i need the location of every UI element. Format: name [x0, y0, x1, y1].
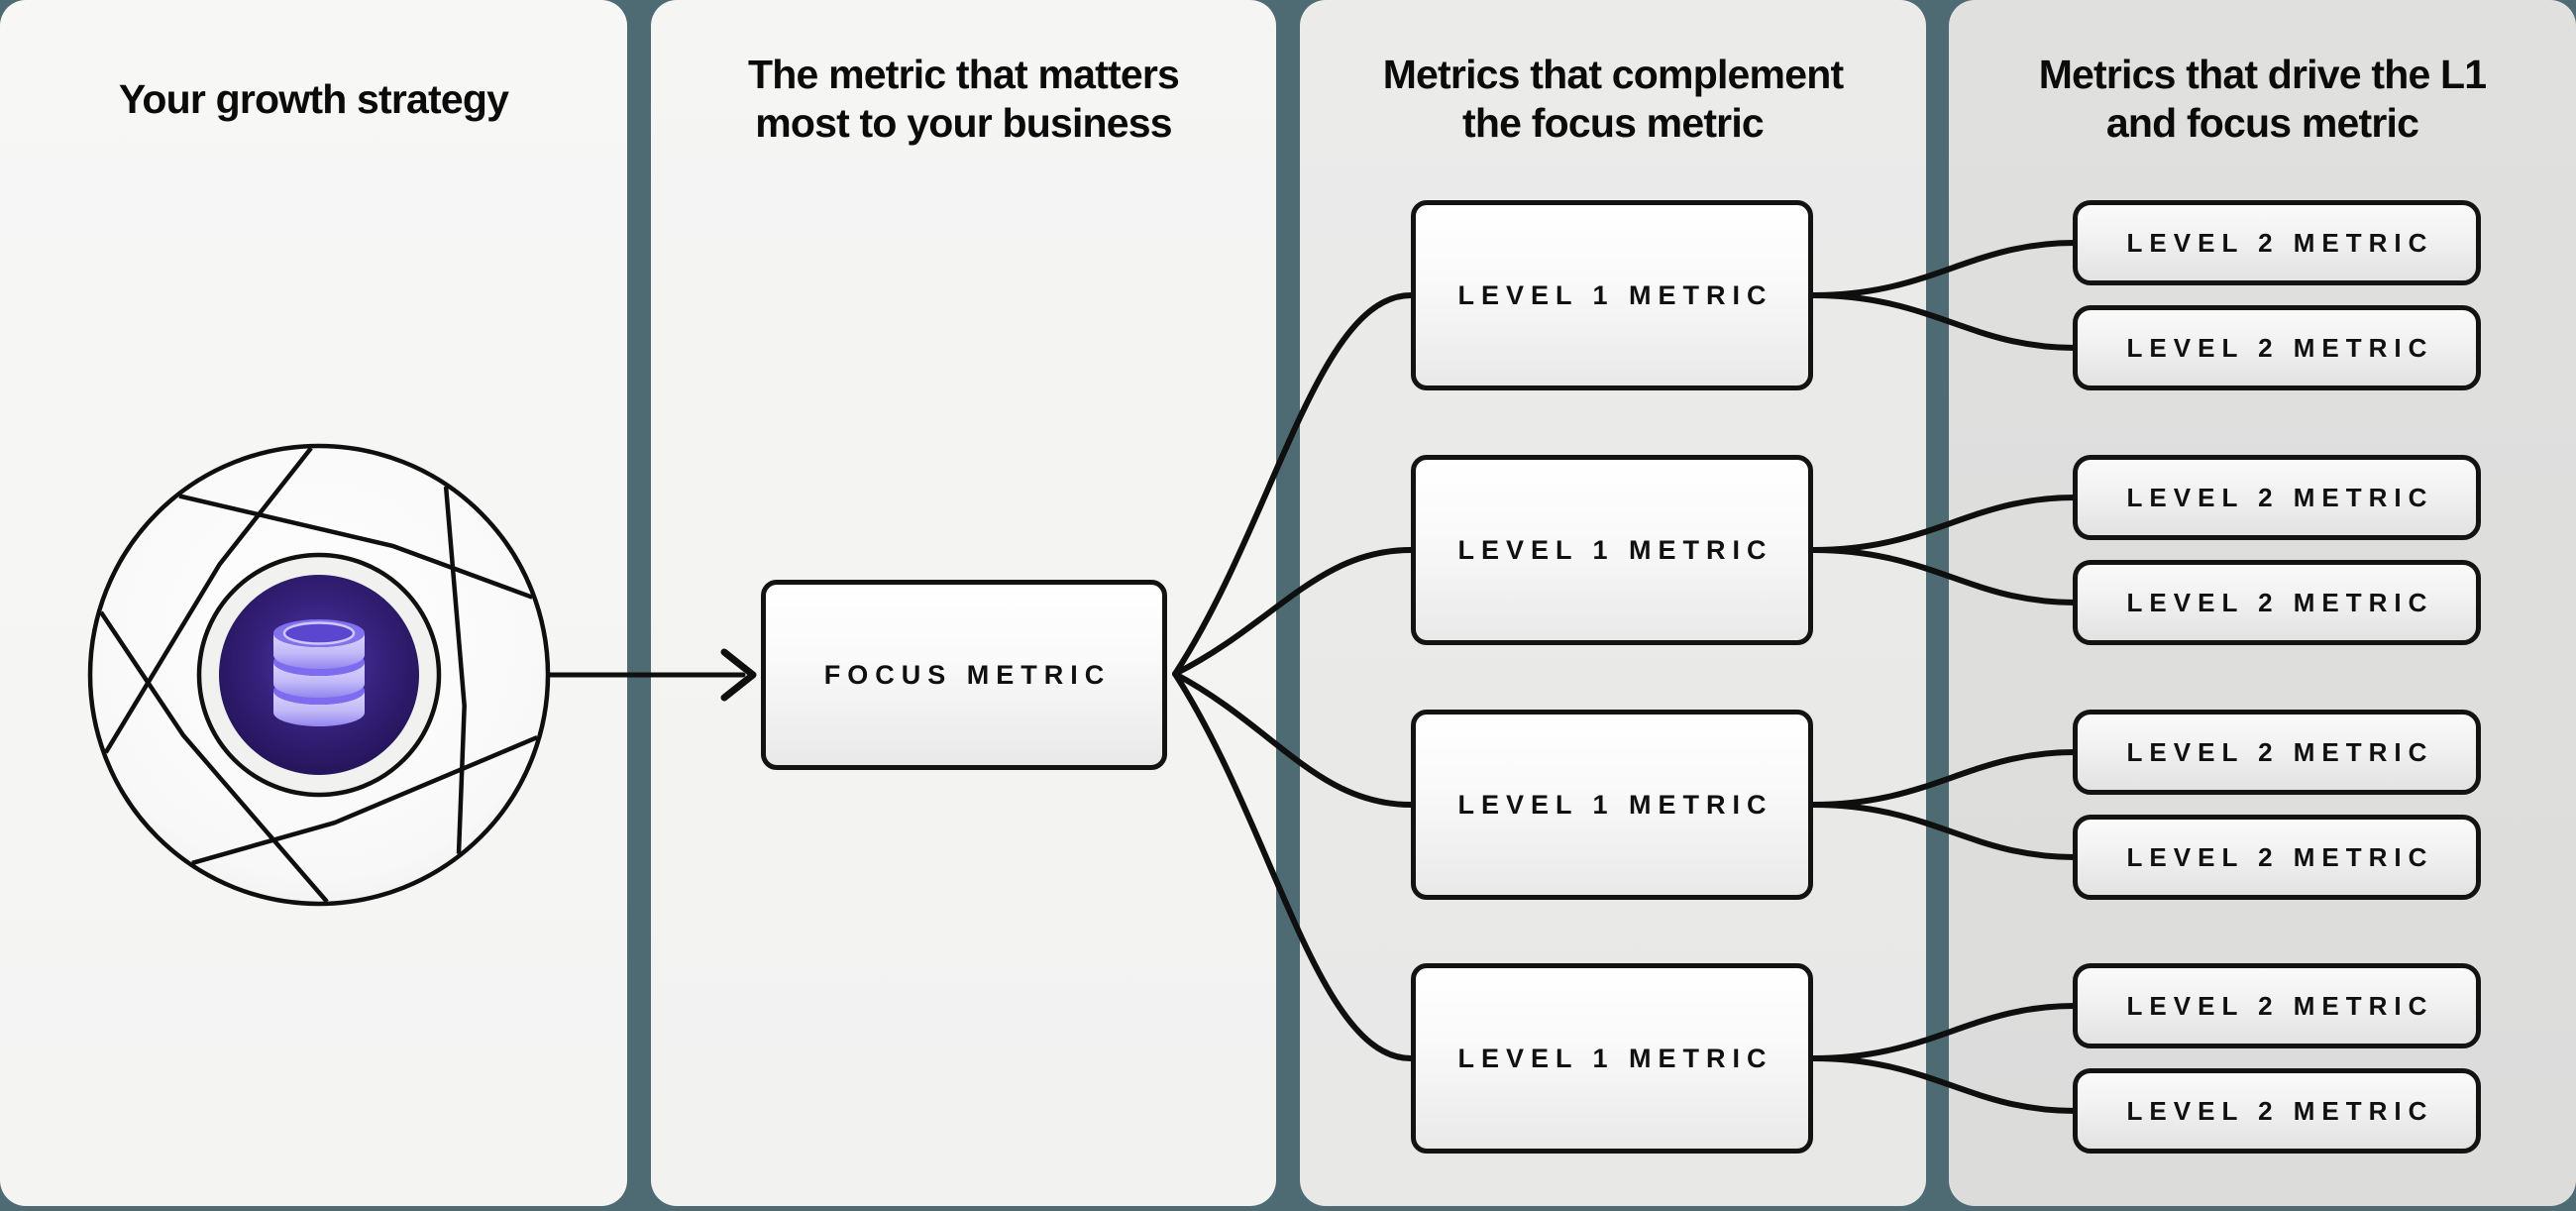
focus-metric-box: FOCUS METRIC — [761, 580, 1167, 770]
level2-metric-box: LEVEL 2 METRIC — [2073, 710, 2481, 795]
level1-metric-label: LEVEL 1 METRIC — [1457, 279, 1773, 310]
focus-metric-label: FOCUS METRIC — [823, 659, 1112, 690]
level2-metric-label: LEVEL 2 METRIC — [2126, 736, 2434, 767]
level2-metric-label: LEVEL 2 METRIC — [2126, 332, 2434, 363]
level1-metric-box: LEVEL 1 METRIC — [1411, 455, 1813, 645]
panel-title: The metric that matters most to your bus… — [651, 51, 1276, 148]
level1-metric-box: LEVEL 1 METRIC — [1411, 710, 1813, 900]
panel-title-line: most to your business — [755, 100, 1172, 146]
panel-title-line: Your growth strategy — [118, 76, 509, 122]
panel-title: Metrics that complement the focus metric — [1300, 51, 1926, 148]
level2-metric-box: LEVEL 2 METRIC — [2073, 815, 2481, 900]
level1-metric-label: LEVEL 1 METRIC — [1457, 1043, 1773, 1073]
panel-title: Metrics that drive the L1 and focus metr… — [1949, 51, 2576, 148]
level1-metric-box: LEVEL 1 METRIC — [1411, 963, 1813, 1154]
level2-metric-box: LEVEL 2 METRIC — [2073, 963, 2481, 1048]
level2-metric-label: LEVEL 2 METRIC — [2126, 990, 2434, 1021]
level2-metric-box: LEVEL 2 METRIC — [2073, 200, 2481, 285]
level1-metric-box: LEVEL 1 METRIC — [1411, 200, 1813, 390]
panel-title-line: and focus metric — [2105, 100, 2419, 146]
level2-metric-box: LEVEL 2 METRIC — [2073, 455, 2481, 540]
panel-title-line: The metric that matters — [747, 52, 1180, 97]
level2-metric-box: LEVEL 2 METRIC — [2073, 305, 2481, 390]
panel-title: Your growth strategy — [0, 75, 627, 124]
panel-title-line: the focus metric — [1462, 100, 1765, 146]
panel-title-line: Metrics that complement — [1382, 52, 1844, 97]
panel-title-line: Metrics that drive the L1 — [2038, 52, 2487, 97]
level2-metric-label: LEVEL 2 METRIC — [2126, 227, 2434, 258]
level2-metric-label: LEVEL 2 METRIC — [2126, 482, 2434, 512]
level1-metric-label: LEVEL 1 METRIC — [1457, 534, 1773, 565]
level1-metric-label: LEVEL 1 METRIC — [1457, 789, 1773, 820]
level2-metric-label: LEVEL 2 METRIC — [2126, 1095, 2434, 1126]
level2-metric-label: LEVEL 2 METRIC — [2126, 841, 2434, 872]
level2-metric-label: LEVEL 2 METRIC — [2126, 587, 2434, 617]
level2-metric-box: LEVEL 2 METRIC — [2073, 1068, 2481, 1154]
level2-metric-box: LEVEL 2 METRIC — [2073, 560, 2481, 645]
panel-growth-strategy: Your growth strategy — [0, 0, 627, 1206]
